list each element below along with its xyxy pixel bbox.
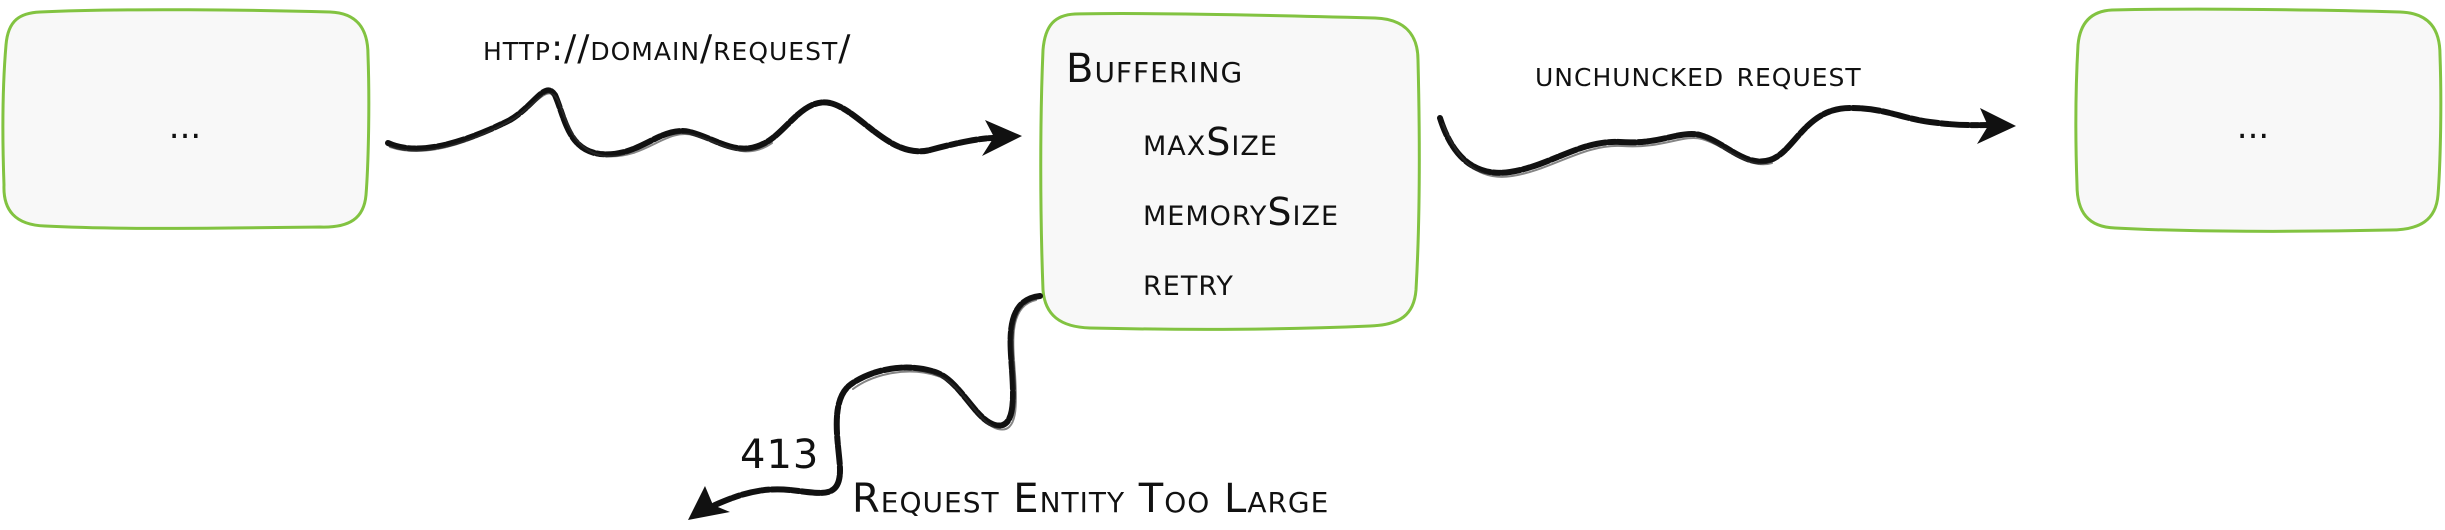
right-node-label: ... [2237,107,2269,147]
error-arrow: 413 Request Entity Too Large [688,293,1329,522]
left-node-box [1,8,371,230]
left-node: ... [1,8,371,230]
buffering-option: memorySize [1143,190,1339,234]
left-node-label: ... [169,107,201,147]
error-code: 413 [740,432,819,478]
buffering-option: retry [1143,260,1234,304]
outgoing-label: unchuncked request [1535,54,1862,95]
buffering-node-box [1039,11,1421,331]
incoming-arrow: http://domain/request/ [385,28,1022,158]
buffering-title: Buffering [1066,46,1243,92]
outgoing-arrow: unchuncked request [1437,54,2016,178]
incoming-label: http://domain/request/ [483,28,851,69]
right-node: ... [2074,7,2443,233]
right-node-box [2074,7,2443,233]
error-label: Request Entity Too Large [852,476,1329,522]
buffering-node: Buffering maxSize memorySize retry [1039,11,1421,331]
buffering-option: maxSize [1143,120,1278,164]
